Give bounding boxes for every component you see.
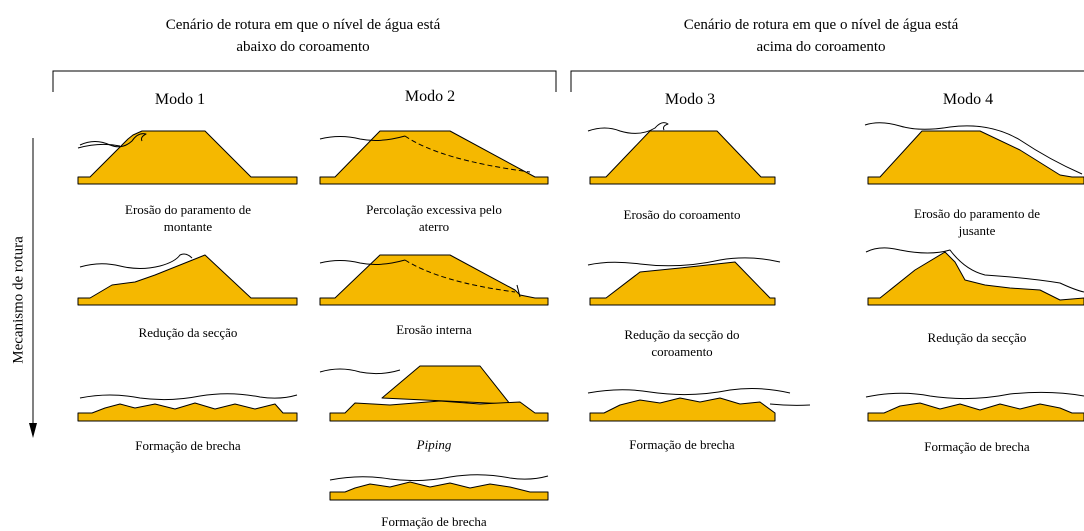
caption-m4r2: Redução da secção (927, 330, 1027, 345)
m4r1-dam (864, 122, 1084, 185)
axis-arrow-head (29, 423, 37, 438)
left-header-line2: abaixo do coroamento (236, 39, 370, 55)
m1r3-dam (77, 393, 298, 422)
caption-m3r1: Erosão do coroamento (623, 207, 741, 222)
m3r1-dam (587, 122, 776, 185)
m1r2-dam (77, 253, 298, 306)
mode-3-label: Modo 3 (664, 91, 716, 108)
caption-m2r4: Formação de brecha (381, 514, 487, 529)
right-bracket (570, 70, 1084, 92)
right-header-line2: acima do coroamento (756, 39, 886, 55)
caption-m2r3: Piping (416, 437, 452, 452)
m1r1-dam (77, 130, 298, 185)
caption-m1r2: Redução da secção (138, 325, 238, 340)
caption-m2r2: Erosão interna (396, 322, 472, 337)
mode-4-label: Modo 4 (942, 91, 994, 108)
axis-label: Mecanismo de rotura (10, 236, 27, 364)
left-bracket (52, 70, 557, 92)
mode-1-label: Modo 1 (154, 91, 206, 108)
m3r3-dam (587, 388, 811, 422)
caption-m1r3: Formação de brecha (135, 438, 241, 453)
caption-m4r3: Formação de brecha (924, 439, 1030, 454)
m4r3-dam (865, 391, 1084, 422)
m2r3-dam (319, 365, 549, 422)
caption-m3r3: Formação de brecha (629, 437, 735, 452)
m2r2-dam (319, 254, 549, 306)
right-header-line1: Cenário de rotura em que o nível de água… (683, 17, 959, 33)
m2r4-dam (329, 474, 549, 501)
m2r1-dam (319, 130, 549, 185)
mode-2-label: Modo 2 (404, 88, 456, 105)
left-header-line1: Cenário de rotura em que o nível de água… (165, 17, 441, 33)
m4r2-dam (865, 247, 1084, 306)
m3r2-dam (587, 257, 781, 306)
